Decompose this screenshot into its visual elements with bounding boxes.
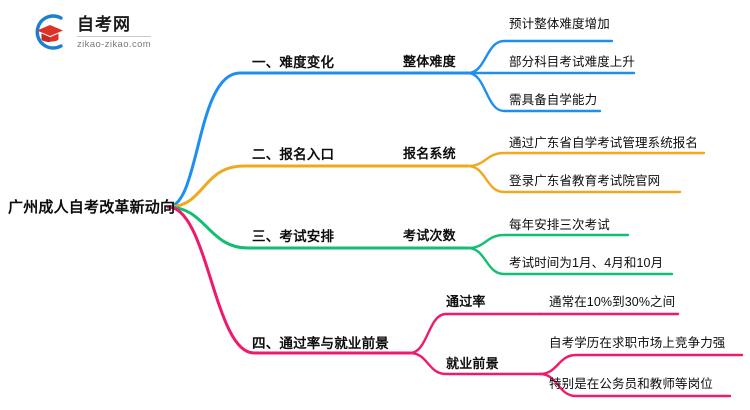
- mindmap-node-passrate[interactable]: 通过率: [446, 294, 486, 309]
- mindmap-leaf-employment-1[interactable]: 自考学历在求职市场上竞争力强: [549, 336, 726, 350]
- mindmap-leaf-difficulty-2[interactable]: 部分科目考试难度上升: [509, 55, 636, 69]
- connector-to-employment: [408, 351, 542, 376]
- mindmap-leaf-schedule-1[interactable]: 每年安排三次考试: [509, 218, 610, 232]
- connector-registration-to-leaf1: [466, 151, 706, 168]
- logo-url: zikao-zikao.com: [77, 38, 152, 50]
- connector-schedule-to-leaf2: [466, 246, 674, 276]
- mindmap-leaf-employment-2[interactable]: 特别是在公务员和教师等岗位: [549, 377, 713, 391]
- connector-difficulty-to-leaf3: [466, 71, 602, 113]
- mindmap-node-overall-difficulty[interactable]: 整体难度: [403, 54, 456, 69]
- connector-root-to-passrate-employment: [166, 205, 412, 355]
- logo-title: 自考网: [77, 15, 152, 37]
- site-logo[interactable]: 自考网 zikao-zikao.com: [30, 12, 152, 52]
- connector-registration-to-leaf2: [466, 164, 682, 194]
- connector-to-passrate: [408, 312, 542, 355]
- mindmap-root-node[interactable]: 广州成人自考改革新动向: [8, 199, 176, 216]
- mindmap-leaf-passrate-1[interactable]: 通常在10%到30%之间: [549, 295, 676, 309]
- connector-root-to-difficulty: [166, 71, 470, 209]
- mindmap-leaf-difficulty-3[interactable]: 需具备自学能力: [509, 93, 598, 107]
- mindmap-leaf-difficulty-1[interactable]: 预计整体难度增加: [509, 17, 610, 31]
- connector-group-difficulty: [166, 39, 636, 209]
- mindmap-node-schedule[interactable]: 三、考试安排: [252, 229, 335, 244]
- connector-employment-to-leaf1: [538, 353, 744, 376]
- connector-employment-to-leaf2: [538, 372, 732, 398]
- mindmap-node-exam-count[interactable]: 考试次数: [403, 228, 456, 243]
- mindmap-node-passrate-employment[interactable]: 四、通过率与就业前景: [252, 336, 389, 351]
- mindmap-node-registration[interactable]: 二、报名入口: [252, 147, 335, 162]
- mindmap-node-difficulty[interactable]: 一、难度变化: [252, 55, 335, 70]
- connector-group-registration: [166, 151, 706, 209]
- mindmap-node-employment[interactable]: 就业前景: [446, 356, 499, 371]
- connector-group-schedule: [166, 205, 674, 276]
- mindmap-leaf-schedule-2[interactable]: 考试时间为1月、4月和10月: [509, 256, 664, 270]
- connector-group-passrate-employment: [166, 205, 744, 398]
- graduation-cap-swoosh-icon: [30, 12, 70, 52]
- connector-schedule-to-leaf1: [466, 233, 630, 250]
- mindmap-node-registration-system[interactable]: 报名系统: [403, 146, 456, 161]
- connector-root-to-schedule: [166, 205, 470, 250]
- connector-root-to-registration: [166, 164, 470, 209]
- logo-text-block: 自考网 zikao-zikao.com: [77, 14, 152, 51]
- mindmap-leaf-registration-1[interactable]: 通过广东省自学考试管理系统报名: [509, 136, 699, 150]
- mindmap-leaf-registration-2[interactable]: 登录广东省教育考试院官网: [509, 174, 661, 188]
